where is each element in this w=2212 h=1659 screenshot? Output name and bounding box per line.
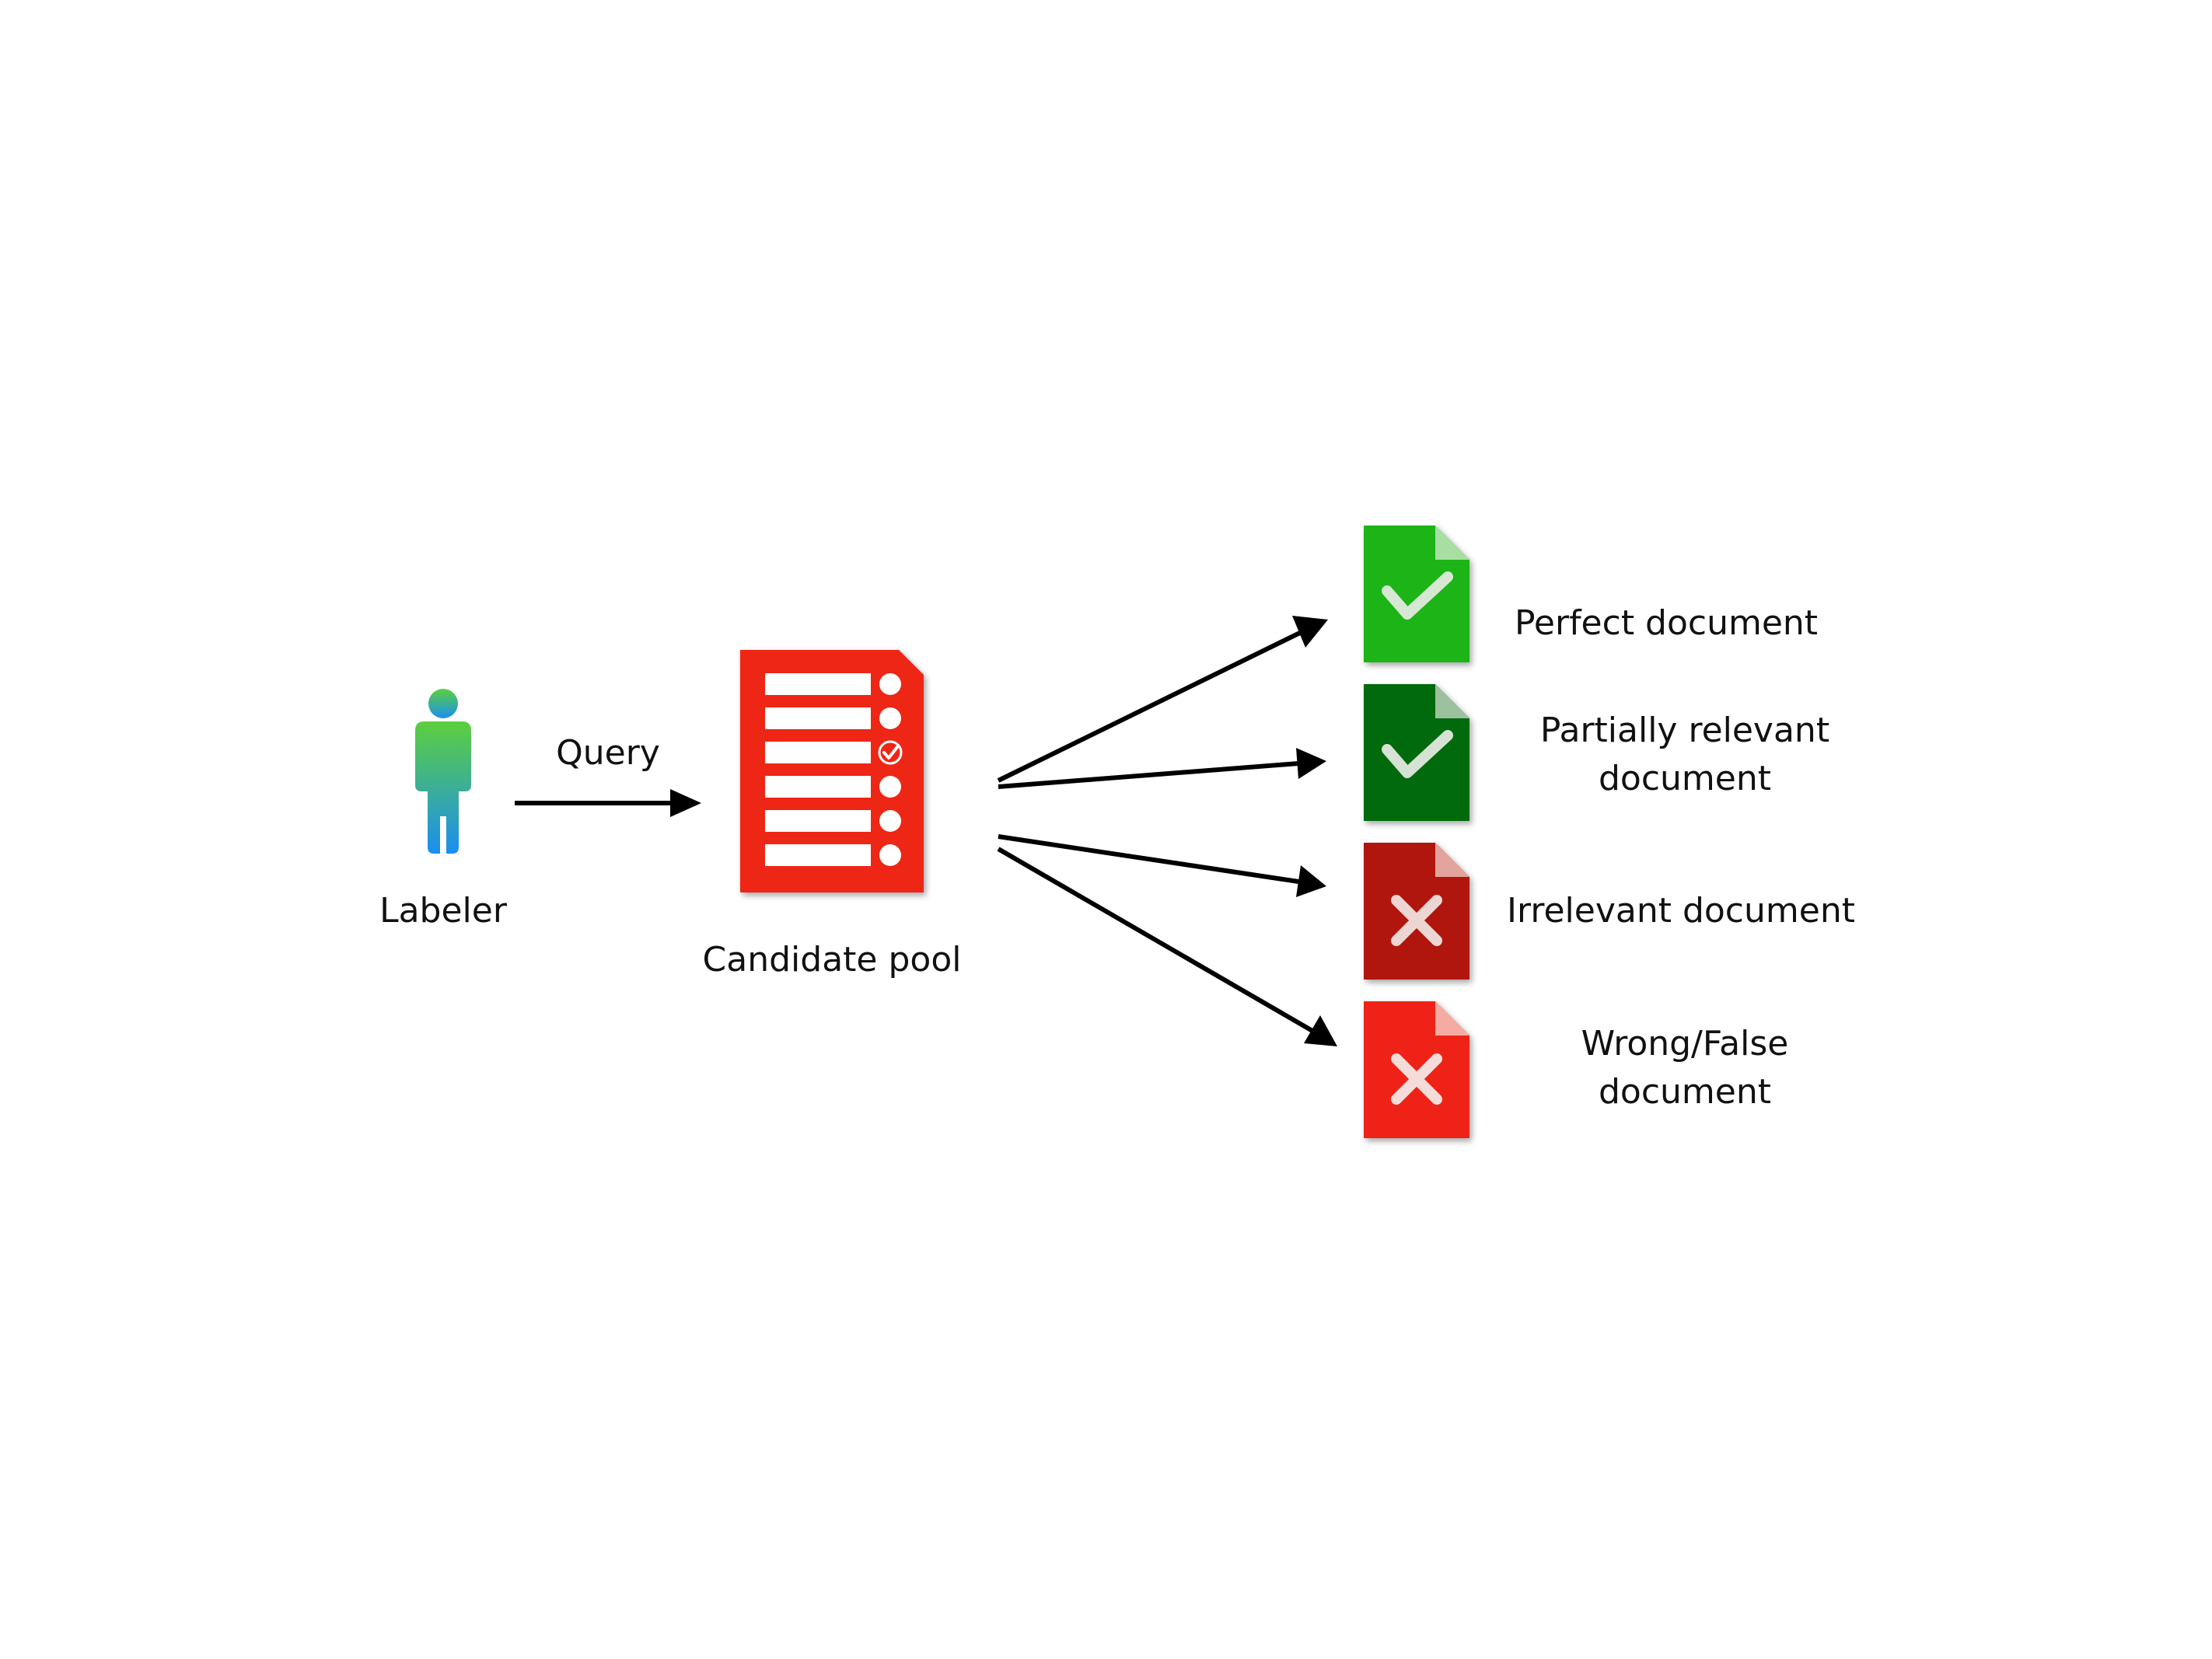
- cross-document-icon: [1364, 1001, 1469, 1138]
- outcome-label-wrong-false: Wrong/False document: [1581, 1020, 1789, 1116]
- outcome-label-line: document: [1598, 1072, 1771, 1112]
- outcome-label-line: Irrelevant document: [1507, 891, 1855, 931]
- checklist-document-icon: [740, 650, 924, 892]
- outcome-label-line: Wrong/False: [1581, 1024, 1789, 1064]
- query-arrow: [515, 789, 701, 817]
- outcome-arrow-3: [998, 834, 1326, 897]
- outcome-arrow-4: [997, 847, 1337, 1046]
- outcome-arrow-2: [998, 748, 1326, 789]
- outcome-label-line: Partially relevant: [1539, 711, 1830, 750]
- check-document-icon: [1364, 526, 1469, 662]
- labeler-label: Labeler: [379, 891, 507, 931]
- check-document-icon: [1364, 684, 1469, 821]
- outcome-label-line: Perfect document: [1514, 603, 1819, 643]
- outcome-label-irrelevant: Irrelevant document: [1507, 887, 1855, 935]
- outcome-label-line: document: [1599, 759, 1771, 798]
- query-label: Query: [556, 733, 660, 773]
- candidate-pool-label: Candidate pool: [702, 940, 962, 980]
- cross-document-icon: [1364, 843, 1469, 980]
- person-icon: [415, 689, 471, 854]
- outcome-label-partially-relevant: Partially relevant document: [1540, 707, 1829, 803]
- outcome-label-perfect: Perfect document: [1515, 599, 1818, 648]
- outcome-arrow-1: [997, 616, 1328, 783]
